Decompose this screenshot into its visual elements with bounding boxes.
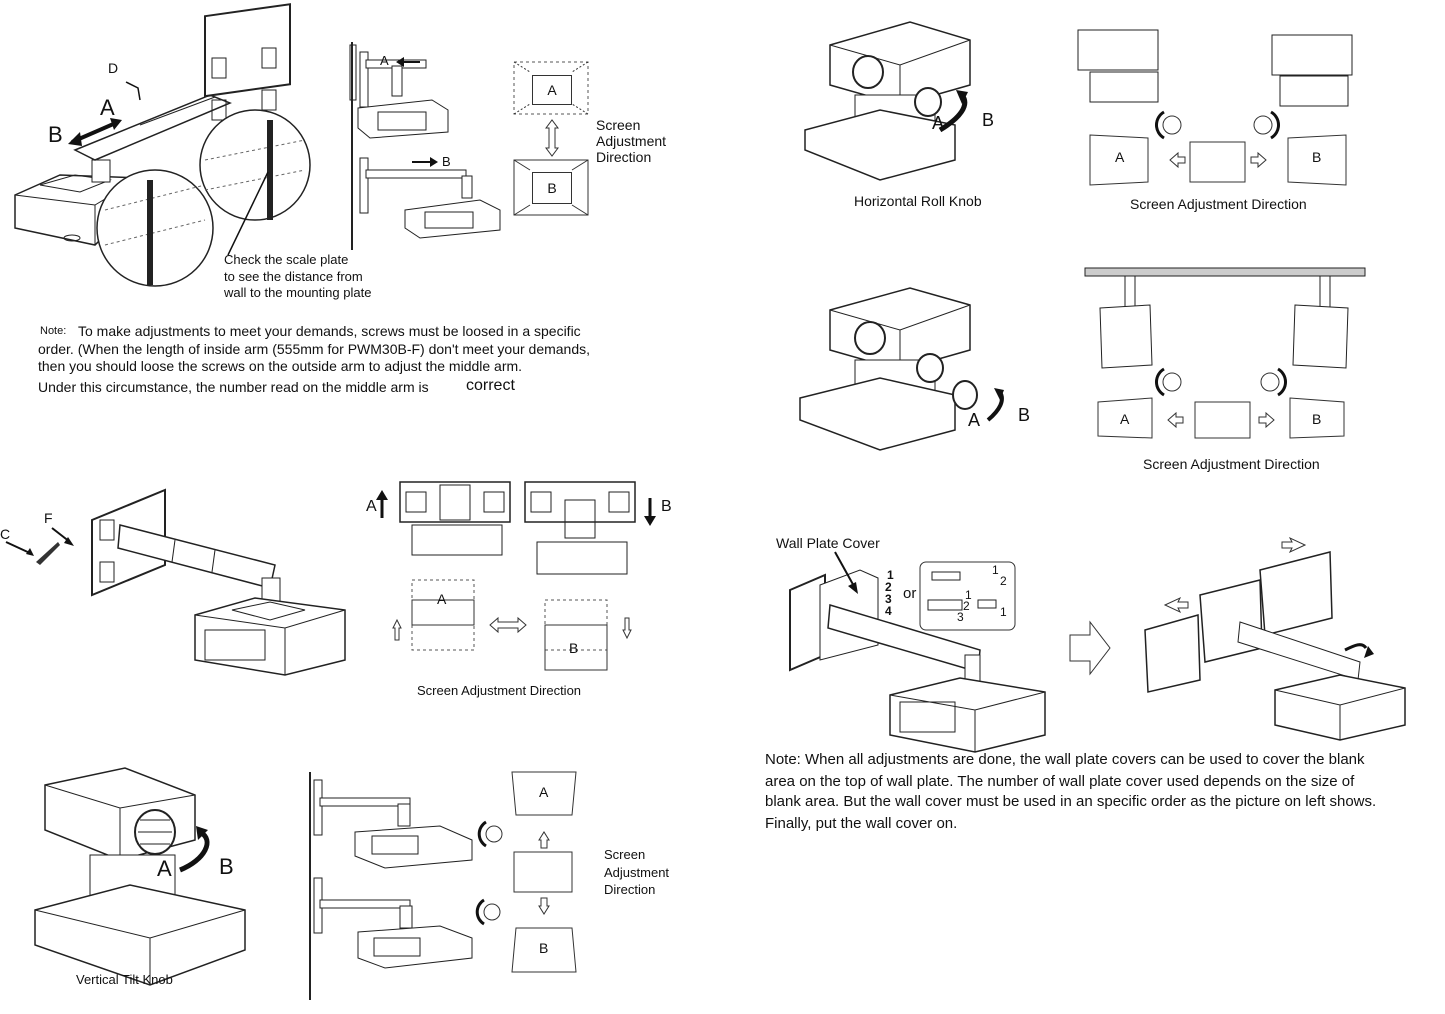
or-label: or — [903, 585, 917, 602]
note-prefix: Note: — [40, 325, 67, 337]
screen-a: A — [1115, 149, 1125, 165]
label-c: C — [0, 526, 11, 542]
note-line2: area on the top of wall plate. The numbe… — [765, 773, 1355, 790]
note-line3: then you should loose the screws on the … — [38, 358, 523, 374]
wall-plate-cover-title: Wall Plate Cover — [776, 535, 880, 551]
inset-num-1a: 1 — [992, 563, 999, 577]
num-2: 2 — [885, 580, 892, 594]
vertical-tilt-illustration — [34, 767, 577, 1000]
label-b: B — [1018, 405, 1031, 425]
screen-b: B — [1312, 149, 1322, 165]
caption: Horizontal Roll Knob — [854, 193, 982, 209]
label-a: A — [932, 113, 945, 133]
caption: Screen Adjustment Direction — [1143, 456, 1320, 472]
horizontal-roll-illustration — [804, 21, 1353, 186]
num-3: 3 — [885, 592, 892, 606]
panel-ceiling-roll: A B A B Screen Adjustment Direction — [790, 260, 1445, 480]
ceiling-roll-illustration — [799, 267, 1366, 451]
label-a: A — [157, 856, 172, 881]
label-b: B — [219, 854, 234, 879]
inset-num-3: 3 — [957, 610, 964, 624]
screen-a: A — [437, 591, 447, 607]
wall-plate-cover-illustration — [789, 536, 1406, 753]
note-line4: Finally, put the wall cover on. — [765, 815, 958, 832]
direction-line3: Direction — [604, 882, 656, 897]
label-a: A — [100, 95, 115, 120]
note-line1: To make adjustments to meet your demands… — [78, 323, 581, 339]
label-b: B — [48, 122, 63, 147]
side-label-b: B — [442, 154, 451, 169]
caption: Vertical Tilt Knob — [76, 972, 173, 987]
note-line1: Note: When all adjustments are done, the… — [765, 751, 1365, 768]
label-a: A — [968, 410, 981, 430]
note-line2: order. (When the length of inside arm (5… — [38, 341, 591, 357]
direction-line2: Adjustment — [604, 865, 670, 880]
note-line3: blank area. But the wall cover must be u… — [765, 793, 1377, 810]
screen-b: B — [1312, 411, 1322, 427]
panel-arm-length: D A B Check the scale plate to see the d… — [0, 0, 700, 400]
note-line4: Under this circumstance, the number read… — [38, 379, 429, 395]
callout-line2: to see the distance from — [224, 269, 363, 284]
screen-a: A — [532, 75, 572, 105]
caption: Screen Adjustment Direction — [417, 683, 582, 698]
arrow-label-b: B — [661, 498, 672, 515]
arm-length-illustration — [14, 3, 589, 287]
panel-wall-plate-cover: Wall Plate Cover or 1 2 3 4 1 2 1 2 3 1 … — [760, 530, 1445, 850]
screen-a: A — [1120, 411, 1130, 427]
screen-b: B — [532, 172, 572, 204]
direction-line3: Direction — [596, 149, 652, 165]
panel-vertical-tilt: A B Vertical Tilt Knob A B Screen Adjust… — [0, 760, 700, 1014]
direction-line2: Adjustment — [596, 133, 667, 149]
side-label-a: A — [380, 53, 389, 68]
panel-vertical-shift: C F A B A B Screen Adjustment Direction — [0, 470, 700, 710]
screen-b: B — [539, 940, 549, 956]
inset-num-1b: 1 — [965, 588, 972, 602]
vertical-shift-illustration — [5, 481, 656, 676]
note-line4-end: correct — [466, 377, 515, 394]
num-1: 1 — [887, 568, 894, 582]
screen-a: A — [539, 784, 549, 800]
inset-num-2b: 2 — [963, 599, 970, 613]
inset-num-2a: 2 — [1000, 574, 1007, 588]
inset-num-1c: 1 — [1000, 605, 1007, 619]
callout-title: Check the scale plate — [224, 252, 349, 267]
num-4: 4 — [885, 604, 892, 618]
direction-line1: Screen — [604, 847, 646, 862]
label-d: D — [108, 60, 119, 76]
label-f: F — [44, 510, 53, 526]
direction-line1: Screen — [596, 117, 641, 133]
callout-line3: wall to the mounting plate — [224, 285, 372, 300]
caption2: Screen Adjustment Direction — [1130, 196, 1307, 212]
arrow-label-a: A — [366, 498, 377, 515]
label-b: B — [982, 110, 995, 130]
panel-horizontal-roll: A B Horizontal Roll Knob A B Screen Adju… — [790, 0, 1445, 230]
screen-b: B — [569, 640, 579, 656]
